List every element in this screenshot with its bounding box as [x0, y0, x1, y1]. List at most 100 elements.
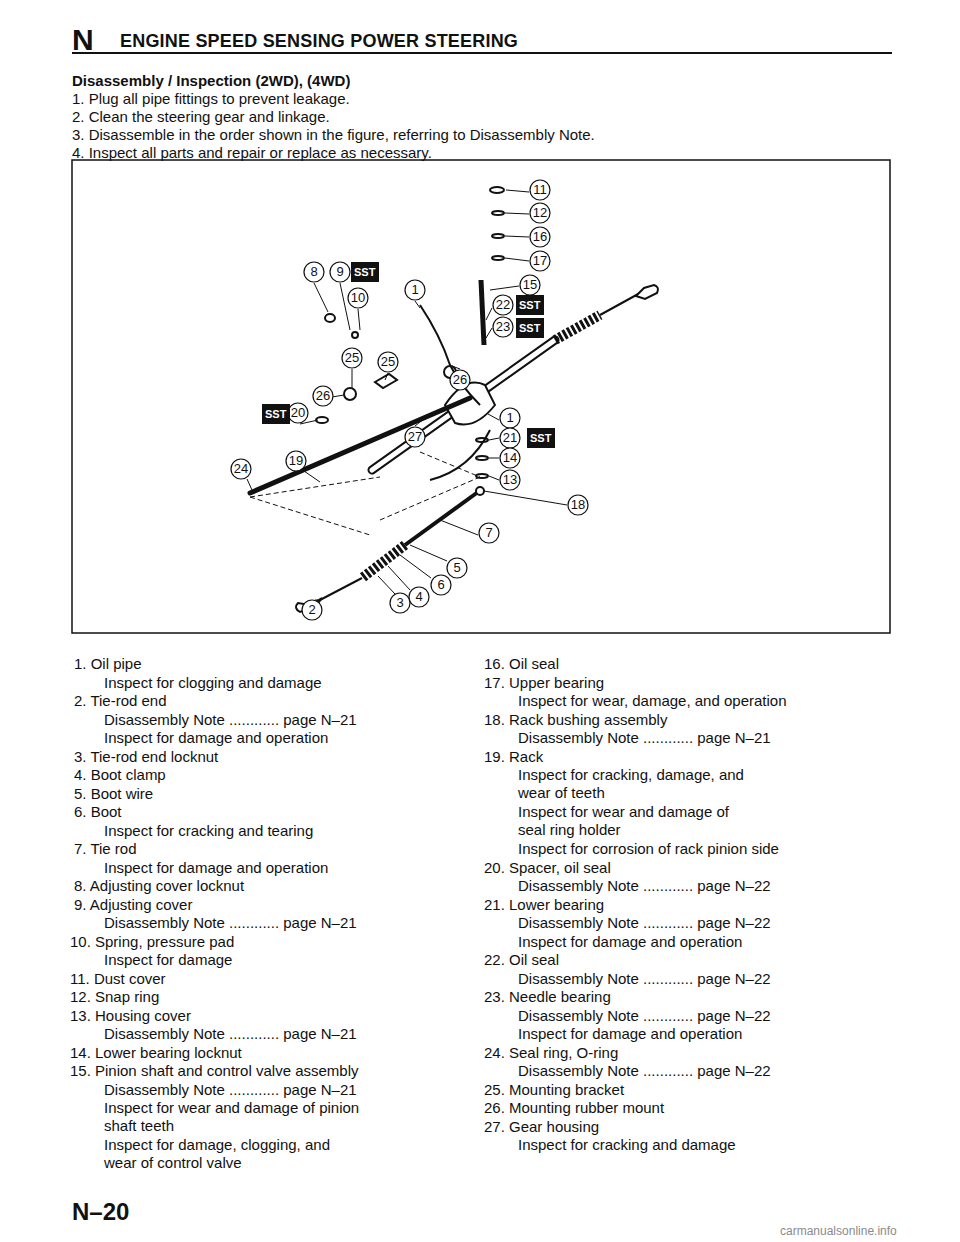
leader-line — [484, 491, 567, 505]
special-tool-badge: SST — [516, 295, 544, 315]
leader-line — [488, 414, 499, 420]
inspection-note: Disassembly Note ............ page N–21 — [518, 729, 771, 747]
badge-text: SST — [519, 321, 541, 335]
part-entry: 21. Lower bearing — [484, 896, 604, 914]
callout-number: 19 — [284, 452, 308, 470]
part-entry: 22. Oil seal — [484, 951, 559, 969]
leader-line — [415, 418, 425, 426]
leader-line — [385, 373, 388, 380]
page-number: N–20 — [72, 1198, 129, 1226]
leader-line — [452, 366, 460, 369]
callout-number: 25 — [376, 353, 400, 371]
leader-line — [489, 438, 499, 440]
step-text: 2. Clean the steering gear and linkage. — [72, 108, 330, 126]
leader-line — [440, 520, 478, 535]
part-entry: 5. Boot wire — [74, 785, 153, 803]
callout-number: 9 — [328, 263, 352, 281]
callout-number: 27 — [403, 428, 427, 446]
badge-text: SST — [530, 431, 552, 445]
special-tool-badge: SST — [527, 428, 555, 448]
leader-line — [378, 576, 395, 594]
callout-number: 3 — [388, 594, 412, 612]
callout-number: 1 — [498, 409, 522, 427]
callout-number: 11 — [528, 181, 552, 199]
part-entry: 20. Spacer, oil seal — [484, 859, 611, 877]
rack — [250, 398, 470, 493]
leader-line — [505, 258, 529, 261]
part-entry: 8. Adjusting cover locknut — [74, 877, 244, 895]
adjusting-cover — [325, 314, 335, 322]
inspection-note: Disassembly Note ............ page N–22 — [518, 877, 771, 895]
inspection-note: Disassembly Note ............ page N–22 — [518, 1007, 771, 1025]
badge-text: SST — [519, 298, 541, 312]
callout-number: 2 — [300, 601, 324, 619]
callout-number: 10 — [346, 289, 370, 307]
part-entry: 9. Adjusting cover — [74, 896, 192, 914]
watermark: carmanualsonline.info — [780, 1222, 897, 1240]
leader-line — [400, 555, 431, 578]
step-text: 3. Disassemble in the order shown in the… — [72, 126, 595, 144]
callout-number: 6 — [429, 576, 453, 594]
leader-line — [388, 566, 410, 590]
part-entry: 16. Oil seal — [484, 655, 559, 673]
part-entry: 25. Mounting bracket — [484, 1081, 624, 1099]
callout-number: 14 — [498, 449, 522, 467]
inspection-note: Inspect for cracking and damage — [518, 1136, 736, 1154]
special-tool-badge: SST — [262, 404, 290, 424]
dust-cover — [490, 187, 504, 193]
inspection-note: Inspect for wear and damage of pinion sh… — [104, 1099, 394, 1135]
callout-number: 23 — [491, 318, 515, 336]
special-tool-badge: SST — [351, 262, 379, 282]
inspection-note: Inspect for damage and operation — [518, 933, 742, 951]
callout-number: 18 — [566, 496, 590, 514]
header-rule — [72, 52, 892, 54]
part-entry: 7. Tie rod — [74, 840, 137, 858]
inspection-note: Disassembly Note ............ page N–22 — [518, 914, 771, 932]
leader-line — [410, 545, 447, 561]
leader-line — [314, 283, 328, 312]
gear-housing — [372, 340, 555, 470]
part-entry: 14. Lower bearing locknut — [70, 1044, 242, 1062]
rack-bushing — [476, 487, 484, 495]
part-entry: 18. Rack bushing assembly — [484, 711, 667, 729]
tie-rod — [600, 293, 640, 315]
callout-number: 4 — [407, 588, 431, 606]
inspection-note: Inspect for corrosion of rack pinion sid… — [518, 840, 779, 858]
page-title: ENGINE SPEED SENSING POWER STEERING — [120, 30, 518, 52]
housing-cover — [476, 474, 488, 478]
part-entry: 27. Gear housing — [484, 1118, 599, 1136]
leader-line — [247, 479, 252, 490]
inspection-note: Disassembly Note ............ page N–21 — [104, 1081, 357, 1099]
part-entry: 17. Upper bearing — [484, 674, 604, 692]
callout-number: 22 — [491, 296, 515, 314]
inspection-note: Disassembly Note ............ page N–21 — [104, 711, 357, 729]
part-entry: 12. Snap ring — [70, 988, 159, 1006]
oil-seal — [492, 234, 504, 238]
callout-number: 25 — [340, 349, 364, 367]
part-entry: 26. Mounting rubber mount — [484, 1099, 664, 1117]
part-entry: 11. Dust cover — [70, 970, 166, 988]
leader-line — [505, 213, 529, 214]
pinion-shaft — [481, 280, 484, 345]
leader-line — [332, 395, 344, 397]
leader-line — [415, 301, 420, 308]
tie-rod — [320, 578, 362, 600]
part-entry: 19. Rack — [484, 748, 543, 766]
guide-line — [380, 452, 480, 520]
part-entry: 24. Seal ring, O-ring — [484, 1044, 618, 1062]
inspection-note: Inspect for damage and operation — [104, 859, 328, 877]
upper-bearing — [492, 256, 504, 260]
oil-pipe — [420, 305, 480, 405]
special-tool-badge: SST — [516, 318, 544, 338]
inspection-note: Inspect for clogging and damage — [104, 674, 322, 692]
inspection-note: Inspect for cracking and tearing — [104, 822, 313, 840]
inspection-note: Inspect for damage, clogging, and wear o… — [104, 1136, 354, 1172]
leader-line — [358, 309, 360, 330]
part-entry: 10. Spring, pressure pad — [70, 933, 234, 951]
part-entry: 6. Boot — [74, 803, 122, 821]
callout-number: 13 — [498, 471, 522, 489]
part-entry: 2. Tie-rod end — [74, 692, 167, 710]
inspection-note: Inspect for wear and damage of seal ring… — [518, 803, 756, 839]
inspection-note: Inspect for wear, damage, and operation — [518, 692, 787, 710]
inspection-note: Inspect for damage and operation — [518, 1025, 742, 1043]
